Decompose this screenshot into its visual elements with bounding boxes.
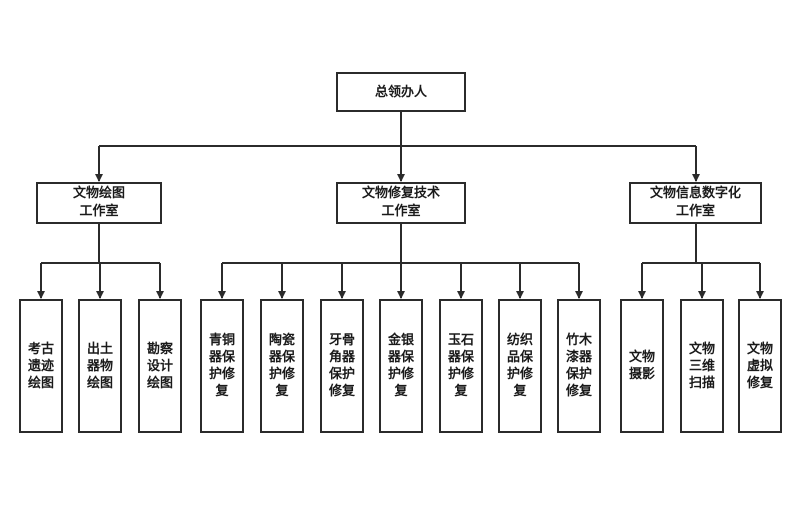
leaf-label: 出土 器物 绘图 — [86, 341, 113, 391]
leaf-label: 文物 虚拟 修复 — [746, 341, 773, 391]
leaf-label: 牙骨 角器 保护 修复 — [328, 333, 355, 399]
leaf-label: 青铜 器保 护修 复 — [208, 333, 235, 399]
leaf-box: 陶瓷 器保 护修 复 — [260, 299, 304, 433]
leaf-label: 竹木 漆器 保护 修复 — [565, 333, 592, 399]
department-box-drawing: 文物绘图 工作室 — [36, 182, 162, 224]
leaf-box: 出土 器物 绘图 — [78, 299, 122, 433]
root-box: 总领办人 — [336, 72, 466, 112]
leaf-box: 文物 摄影 — [620, 299, 664, 433]
leaf-label: 勘察 设计 绘图 — [146, 341, 173, 391]
leaf-label: 玉石 器保 护修 复 — [447, 333, 474, 399]
leaf-box: 玉石 器保 护修 复 — [439, 299, 483, 433]
leaf-box: 牙骨 角器 保护 修复 — [320, 299, 364, 433]
leaf-box: 青铜 器保 护修 复 — [200, 299, 244, 433]
leaf-box: 金银 器保 护修 复 — [379, 299, 423, 433]
leaf-box: 文物 三维 扫描 — [680, 299, 724, 433]
leaf-label: 纺织 品保 护修 复 — [506, 333, 533, 399]
leaf-label: 陶瓷 器保 护修 复 — [268, 333, 295, 399]
leaf-box: 勘察 设计 绘图 — [138, 299, 182, 433]
root-label: 总领办人 — [374, 84, 427, 100]
leaf-label: 文物 三维 扫描 — [688, 341, 715, 391]
leaf-label: 考古 遗迹 绘图 — [27, 341, 54, 391]
leaf-box: 文物 虚拟 修复 — [738, 299, 782, 433]
department-box-digitization: 文物信息数字化 工作室 — [629, 182, 762, 224]
leaf-box: 考古 遗迹 绘图 — [19, 299, 63, 433]
leaf-label: 金银 器保 护修 复 — [387, 333, 414, 399]
department-label: 文物信息数字化 工作室 — [649, 186, 741, 219]
department-label: 文物绘图 工作室 — [72, 186, 125, 219]
leaf-label: 文物 摄影 — [628, 350, 655, 382]
leaf-box: 纺织 品保 护修 复 — [498, 299, 542, 433]
department-label: 文物修复技术 工作室 — [361, 186, 440, 219]
leaf-box: 竹木 漆器 保护 修复 — [557, 299, 601, 433]
department-box-restoration: 文物修复技术 工作室 — [336, 182, 466, 224]
